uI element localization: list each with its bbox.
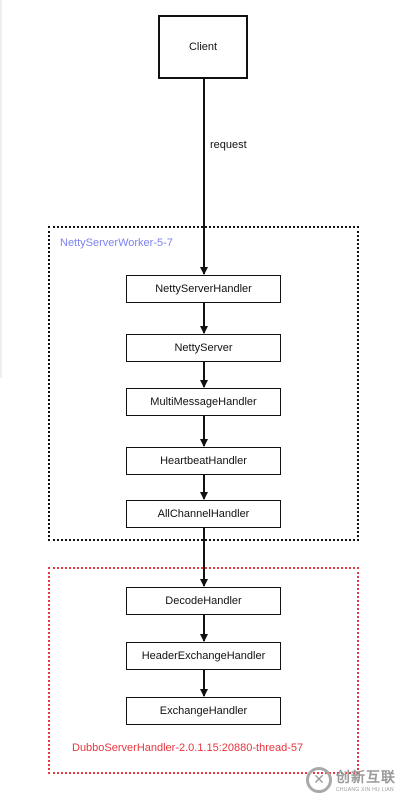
netty-server-worker-group [48, 226, 359, 541]
netty-group-title: NettyServerWorker-5-7 [60, 237, 173, 249]
watermark: ✕ 创新互联 CHUANG XIN HU LIAN [304, 763, 400, 799]
chuangxin-logo-icon: ✕ [306, 767, 332, 793]
request-label: request [210, 139, 247, 151]
header-exchange-handler-node: HeaderExchangeHandler [126, 642, 281, 670]
heartbeat-handler-node: HeartbeatHandler [126, 447, 281, 475]
netty-server-handler-node: NettyServerHandler [126, 275, 281, 303]
netty-server-node: NettyServer [126, 334, 281, 362]
all-channel-handler-node: AllChannelHandler [126, 500, 281, 528]
watermark-text-cn: 创新互联 [336, 770, 396, 786]
decode-handler-node: DecodeHandler [126, 587, 281, 615]
exchange-handler-node: ExchangeHandler [126, 697, 281, 725]
watermark-text-en: CHUANG XIN HU LIAN [336, 787, 394, 793]
dubbo-group-title: DubboServerHandler-2.0.1.15:20880-thread… [72, 742, 304, 754]
multi-message-handler-node: MultiMessageHandler [126, 388, 281, 416]
client-node: Client [158, 15, 248, 79]
dubbo-server-handler-group [48, 567, 359, 774]
left-edge-line [0, 0, 2, 378]
